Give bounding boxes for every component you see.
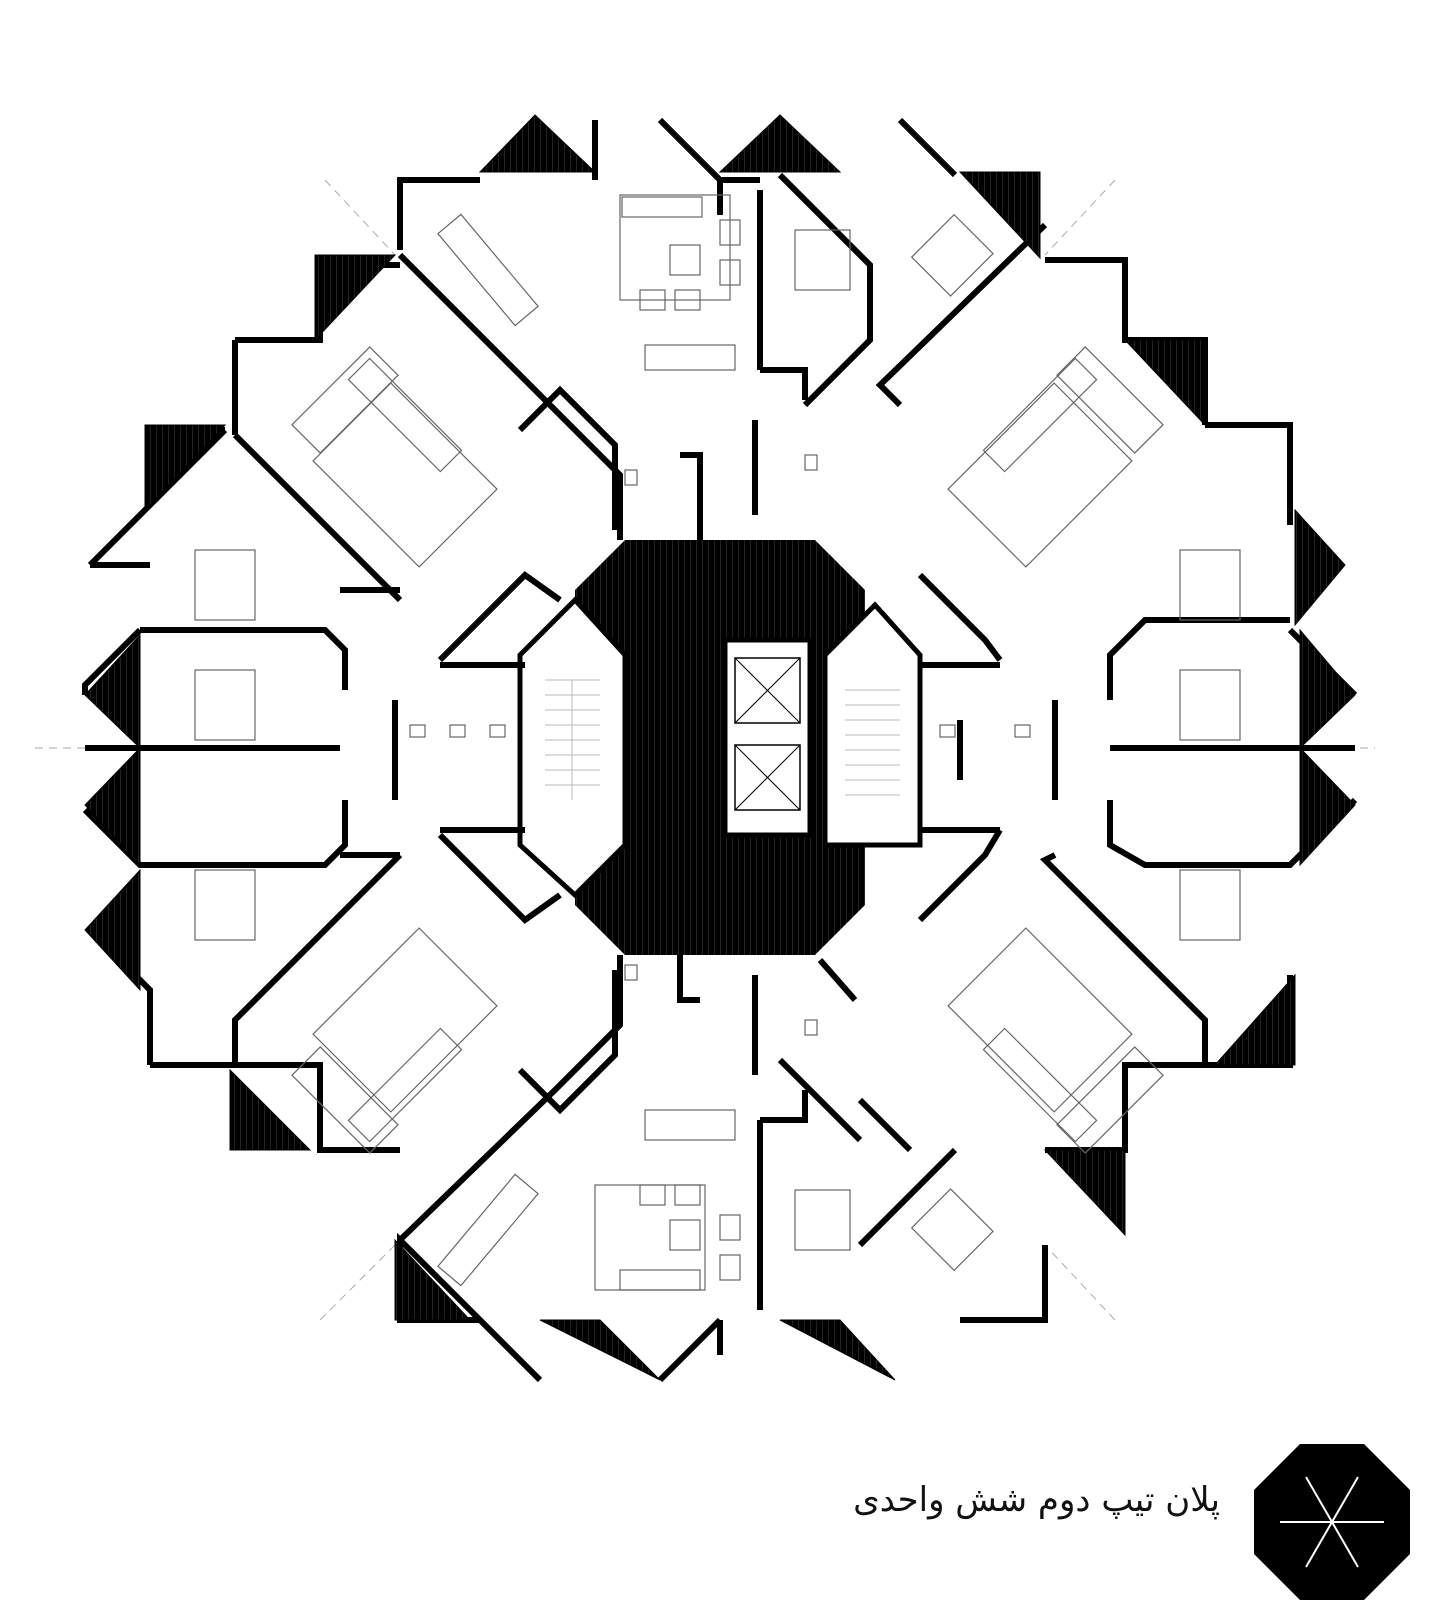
balconies xyxy=(84,114,1356,1381)
stair-left xyxy=(517,596,628,899)
furniture xyxy=(194,194,1241,1291)
plan-title: پلان تیپ دوم شش واحدی xyxy=(853,1480,1220,1520)
octagon-six-sector-icon xyxy=(1254,1444,1410,1600)
elevators xyxy=(722,637,813,838)
stair-right xyxy=(822,601,923,848)
